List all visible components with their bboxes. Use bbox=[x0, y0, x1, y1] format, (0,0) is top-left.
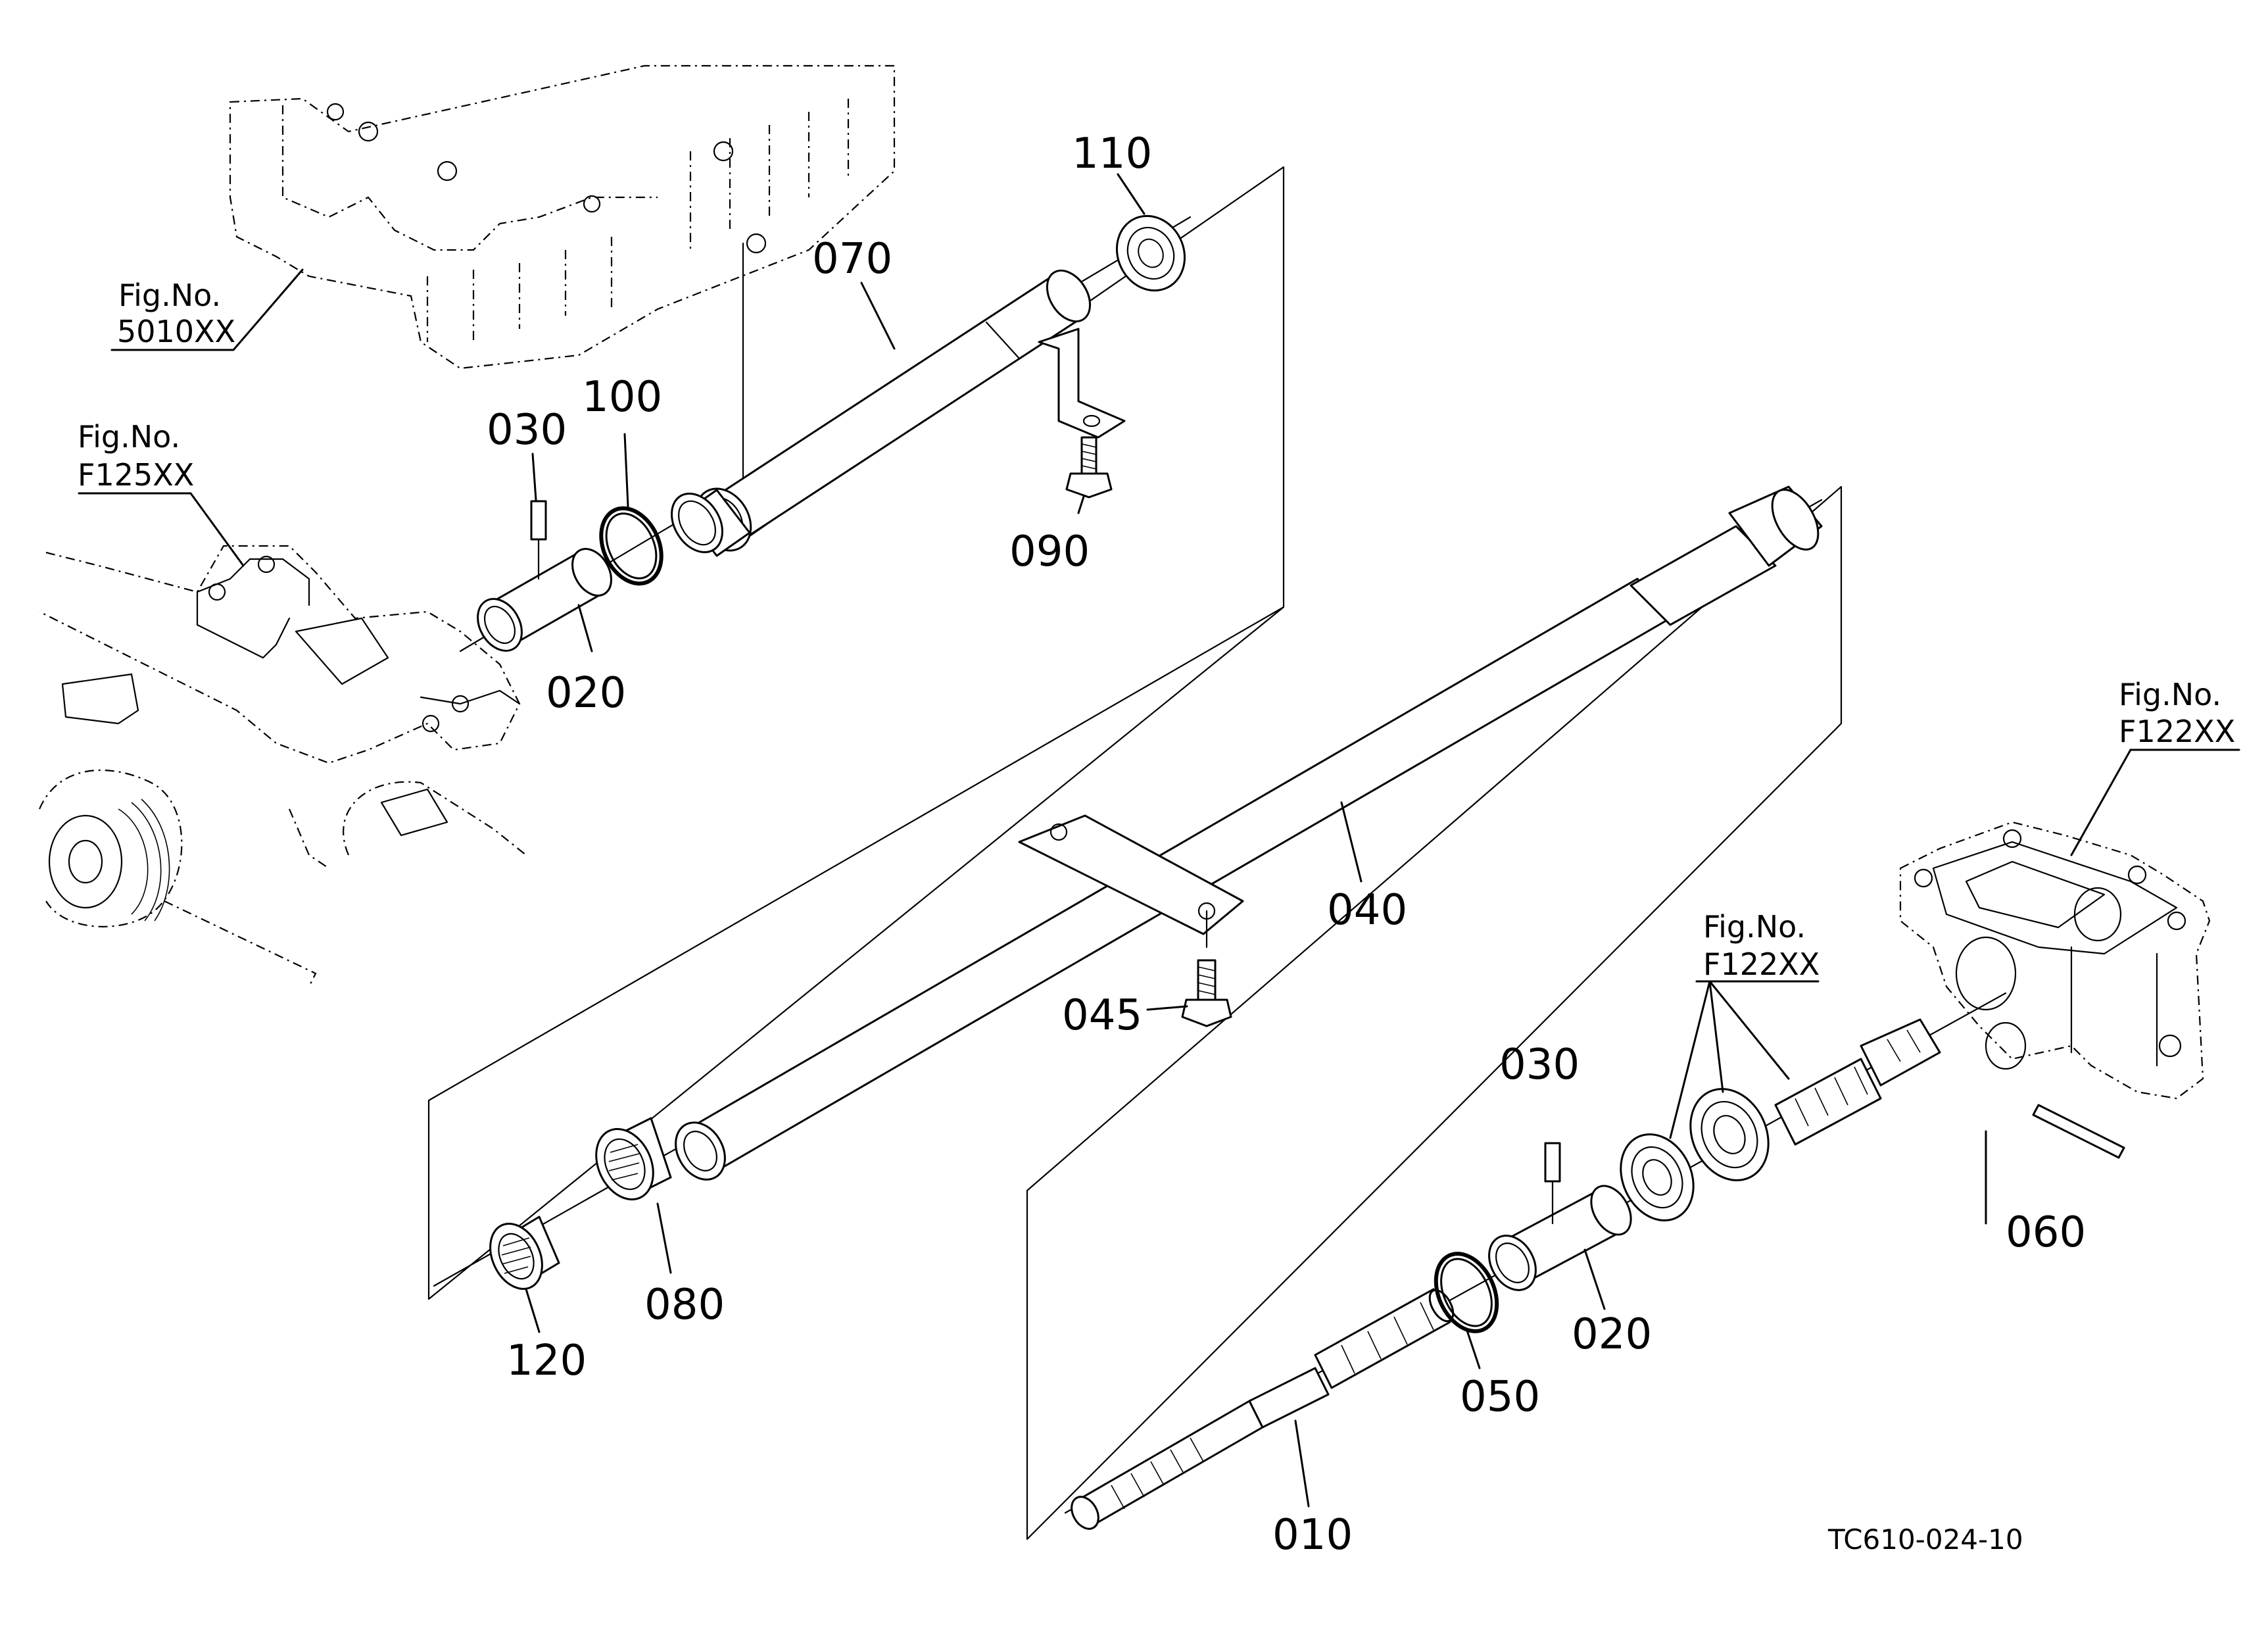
label-060: 060 bbox=[2006, 1208, 2086, 1257]
figref-F122-mid-label: Fig.No. bbox=[1703, 909, 1806, 945]
label-120: 120 bbox=[506, 1337, 587, 1385]
figref-F122-right-code: F122XX bbox=[2119, 714, 2235, 749]
upper-assembly-frame bbox=[427, 166, 1285, 1300]
label-030-top: 030 bbox=[487, 406, 567, 455]
figref-F122-right-label: Fig.No. bbox=[2119, 677, 2221, 712]
part-120-fitting bbox=[489, 1216, 560, 1291]
label-050: 050 bbox=[1460, 1373, 1540, 1421]
part-070-tube bbox=[671, 269, 1126, 557]
label-040: 040 bbox=[1327, 886, 1407, 935]
part-090-bolt bbox=[1065, 436, 1113, 499]
label-080: 080 bbox=[644, 1281, 725, 1329]
label-010: 010 bbox=[1272, 1511, 1353, 1560]
figref-F125-label: Fig.No. bbox=[78, 419, 180, 455]
part-040-tube bbox=[675, 485, 1823, 1181]
axle-housing-sketch bbox=[38, 545, 527, 987]
part-number-labels: 110 070 100 030 090 020 040 045 030 060 … bbox=[487, 130, 2086, 1560]
part-110-seal bbox=[1115, 214, 1186, 292]
drawing-code: TC610-024-10 bbox=[1827, 1523, 2023, 1556]
leader-lines bbox=[78, 173, 2240, 1508]
part-010-shaft bbox=[1071, 1288, 1455, 1530]
label-070: 070 bbox=[812, 235, 892, 283]
part-100-oring bbox=[599, 506, 664, 586]
label-110: 110 bbox=[1072, 130, 1152, 178]
label-100: 100 bbox=[582, 373, 662, 422]
part-040-bracket-plate bbox=[1018, 814, 1244, 948]
part-020-sleeve-top bbox=[477, 548, 612, 652]
figref-F125-code: F125XX bbox=[78, 457, 194, 493]
part-080-seal bbox=[595, 1117, 672, 1200]
bearings-and-stub-shaft bbox=[1620, 1018, 1941, 1221]
figref-5010-code: 5010XX bbox=[117, 314, 235, 349]
label-045: 045 bbox=[1062, 991, 1142, 1040]
figref-5010-label: Fig.No. bbox=[118, 278, 221, 313]
part-020-sleeve-bottom bbox=[1488, 1185, 1632, 1291]
label-020-top: 020 bbox=[546, 669, 626, 718]
part-030-pin-bottom bbox=[1544, 1142, 1561, 1225]
lower-assembly-frame bbox=[1026, 485, 1843, 1540]
figure-references: Fig.No. 5010XX Fig.No. F125XX Fig.No. F1… bbox=[78, 278, 2235, 982]
part-050-oring bbox=[1434, 1252, 1499, 1333]
transmission-case-sketch bbox=[1899, 821, 2211, 1100]
part-060-pin bbox=[2032, 1104, 2125, 1159]
label-090: 090 bbox=[1009, 528, 1090, 576]
part-045-bolt bbox=[1181, 959, 1232, 1027]
figref-F122-mid-code: F122XX bbox=[1703, 946, 1820, 982]
part-030-pin-top bbox=[530, 500, 547, 580]
transmission-housing-sketch bbox=[229, 64, 896, 370]
label-020-bottom: 020 bbox=[1572, 1310, 1652, 1359]
label-030-bottom: 030 bbox=[1499, 1041, 1580, 1089]
